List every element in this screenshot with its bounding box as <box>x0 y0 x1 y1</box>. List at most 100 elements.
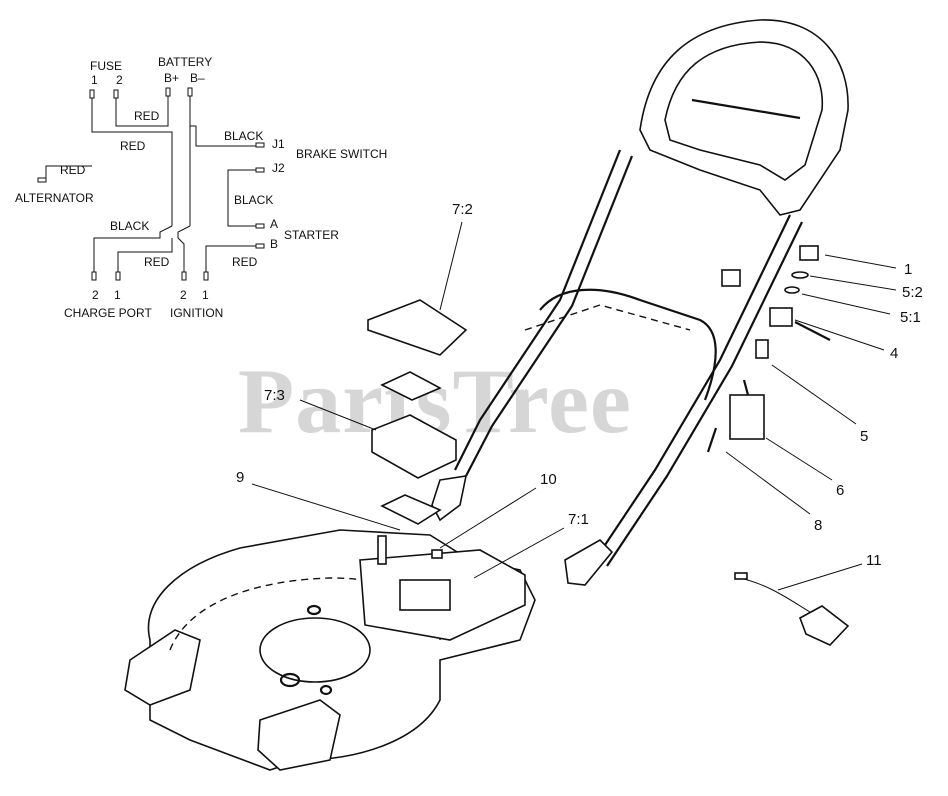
ignition-pin-2: 2 <box>180 288 187 302</box>
handle-tube-left-outer <box>454 149 622 471</box>
leader-line <box>725 451 811 515</box>
connector <box>255 243 265 249</box>
handle-tube-left-inner <box>465 155 634 477</box>
callout-5-1: 5:1 <box>900 309 921 326</box>
ignition-pin-1: 1 <box>202 288 209 302</box>
wire-label-red-4: RED <box>144 255 170 269</box>
leader-line <box>771 364 857 425</box>
battery-parts <box>367 299 468 525</box>
washer <box>784 286 800 294</box>
battery-pin-minus: B– <box>190 71 205 85</box>
wire-red-alternator <box>45 165 92 180</box>
charger-unit <box>799 605 850 646</box>
handle-lower-loop <box>539 288 717 401</box>
callout-9: 9 <box>236 469 244 486</box>
battery-holder <box>380 494 442 525</box>
wire-red-charge <box>117 238 173 272</box>
deck-rear-guard <box>257 699 341 771</box>
deck-bolt <box>279 672 301 688</box>
wire-harness <box>706 427 718 453</box>
leader-line <box>809 275 897 291</box>
connector <box>255 142 265 148</box>
fuse-pin-1: 1 <box>91 73 98 87</box>
battery-label: BATTERY <box>158 55 212 69</box>
deck-bolt <box>306 604 322 616</box>
handle-bracket-right <box>564 539 614 586</box>
leader-line <box>777 563 863 591</box>
wire-red-long <box>91 98 173 226</box>
handle-grip-inner <box>664 41 824 181</box>
callout-11: 11 <box>866 552 882 569</box>
leader-line <box>794 319 885 351</box>
small-parts <box>706 245 850 646</box>
callout-6: 6 <box>836 482 844 499</box>
callout-8: 8 <box>814 517 822 534</box>
deck-front-guard <box>124 629 201 706</box>
switch-bracket <box>721 269 741 287</box>
handle-assembly <box>431 19 849 586</box>
mower-deck <box>124 529 536 771</box>
leader-line <box>299 399 377 431</box>
callout-10: 10 <box>540 471 557 488</box>
wire-black-ground <box>93 225 173 272</box>
callouts: 1 5:2 5:1 4 5 6 8 7:2 7:3 9 10 7:1 11 <box>236 201 923 591</box>
wire-label-black-2: BLACK <box>234 193 273 207</box>
connector <box>91 271 97 281</box>
controller-module <box>729 394 765 440</box>
wire-black-starter <box>227 169 256 227</box>
ignition-label: IGNITION <box>170 306 223 320</box>
brake-switch-label: BRAKE SWITCH <box>296 147 387 161</box>
wire-red-starter-b <box>205 245 256 272</box>
handle-crossbar <box>691 98 801 120</box>
starter-label: STARTER <box>284 228 339 242</box>
safety-key <box>799 245 819 261</box>
callout-1: 1 <box>904 261 912 278</box>
handle-hidden-edge <box>524 304 691 331</box>
tray-battery-slot <box>399 579 451 611</box>
wire-label-red-5: RED <box>232 255 258 269</box>
battery-pack <box>371 414 457 479</box>
callout-7-2: 7:2 <box>452 201 473 218</box>
wire-label-black-3: BLACK <box>110 219 149 233</box>
callout-7-1: 7:1 <box>568 511 589 528</box>
washer <box>791 271 809 279</box>
charger-cord <box>739 577 811 613</box>
handle-tube-right-inner <box>606 221 803 567</box>
key-switch-housing <box>769 307 793 327</box>
battery-cover <box>367 299 468 356</box>
charge-port-label: CHARGE PORT <box>64 306 152 320</box>
wire-label-black-1: BLACK <box>224 129 263 143</box>
callout-7-3: 7:3 <box>264 387 285 404</box>
wire-black-j1 <box>190 125 256 147</box>
connector <box>203 271 209 281</box>
charger-plug <box>734 572 748 580</box>
connector <box>181 271 187 281</box>
callout-4: 4 <box>890 345 898 362</box>
screw <box>431 549 443 559</box>
battery-gasket <box>380 371 442 401</box>
connector <box>115 271 121 281</box>
leader-line <box>824 254 897 269</box>
module-lead <box>742 379 750 396</box>
wire-label-red-1: RED <box>134 109 160 123</box>
connector <box>165 87 171 97</box>
callout-5-2: 5:2 <box>902 284 923 301</box>
leader-line <box>439 221 463 311</box>
fuse-pin-2: 2 <box>116 73 123 87</box>
connector <box>113 89 119 99</box>
alternator-label: ALTERNATOR <box>15 191 94 205</box>
terminal-a: A <box>270 217 278 231</box>
handle-tube-right-outer <box>594 214 791 561</box>
wiring-schematic: FUSE 1 2 BATTERY B+ B– RED RED RED ALTER… <box>15 55 387 320</box>
handle-bracket-left <box>431 475 468 522</box>
leader-line <box>251 483 401 531</box>
leader-line <box>765 437 833 481</box>
charge-port-pin-2: 2 <box>92 288 99 302</box>
wire-red-ignition-2 <box>177 225 191 272</box>
leader-line <box>439 487 537 549</box>
terminal-j2: J2 <box>272 161 285 175</box>
battery-pin-plus: B+ <box>164 71 179 85</box>
fuse-label: FUSE <box>90 59 122 73</box>
